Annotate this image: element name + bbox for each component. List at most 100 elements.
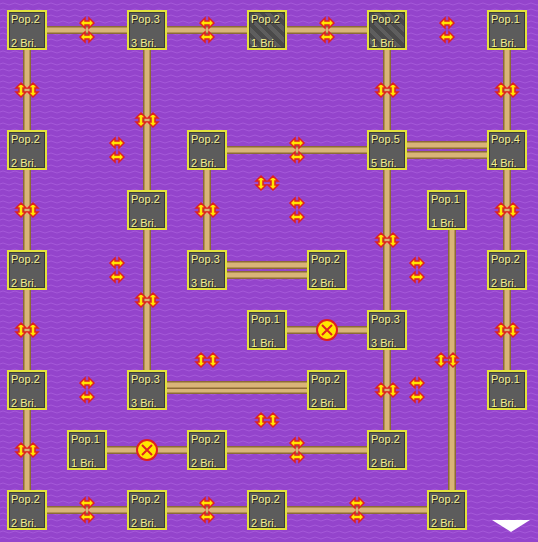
- direction-marker: [410, 258, 424, 268]
- direction-marker: [16, 443, 26, 457]
- bridge: [387, 170, 388, 310]
- direction-marker: [110, 258, 124, 268]
- population-label: Pop.2: [9, 493, 45, 505]
- population-label: Pop.3: [369, 313, 405, 325]
- direction-marker: [448, 353, 458, 367]
- direction-marker: [136, 293, 146, 307]
- bridge-plank: [227, 261, 307, 269]
- direction-marker: [508, 203, 518, 217]
- bridge: [227, 265, 307, 266]
- island-box: Pop.33 Bri.: [127, 10, 167, 50]
- direction-marker: [148, 293, 158, 307]
- bridge-count: 1 Bri.: [489, 37, 525, 49]
- population-label: Pop.1: [489, 373, 525, 385]
- bridge-plank: [385, 170, 390, 310]
- bridge: [387, 50, 388, 130]
- bridge-count: 2 Bri.: [249, 517, 285, 529]
- direction-marker: [320, 32, 334, 42]
- direction-marker: [290, 452, 304, 462]
- direction-marker: [496, 323, 506, 337]
- bridge-count: 1 Bri.: [369, 37, 405, 49]
- bridge-plank: [145, 230, 150, 370]
- bridge-plank: [383, 350, 391, 430]
- direction-marker: [496, 203, 506, 217]
- bridge-count: 2 Bri.: [429, 517, 465, 529]
- bridge-count: 2 Bri.: [309, 277, 345, 289]
- island-box: Pop.22 Bri.: [307, 250, 347, 290]
- island-box: Pop.1 1 Bri.: [67, 430, 107, 470]
- direction-marker: [350, 512, 364, 522]
- bridge-plank: [25, 410, 30, 490]
- island-box: Pop.33 Bri.: [187, 250, 227, 290]
- bridge-plank: [23, 170, 31, 250]
- direction-marker: [208, 203, 218, 217]
- direction-marker: [508, 83, 518, 97]
- bridge-plank: [287, 28, 367, 33]
- bridge: [47, 30, 127, 31]
- bridge-plank: [167, 26, 247, 34]
- crossing-marker: [322, 325, 332, 335]
- bridge-plank: [503, 170, 511, 250]
- population-label: Pop.4: [489, 133, 525, 145]
- bridge-plank: [25, 290, 30, 370]
- bridge-plank: [143, 50, 151, 190]
- bridge-count: 1 Bri.: [69, 457, 105, 469]
- direction-marker: [410, 392, 424, 402]
- population-label: Pop.2: [249, 493, 285, 505]
- bridge-plank: [25, 170, 30, 250]
- bridge-plank: [47, 28, 127, 33]
- island-box: Pop.11 Bri.: [427, 190, 467, 230]
- direction-marker: [376, 83, 386, 97]
- direction-marker: [436, 353, 446, 367]
- island-box: Pop.11 Bri.: [487, 10, 527, 50]
- bridge-plank: [503, 290, 511, 370]
- island-box: Pop.3 3 Bri.: [367, 310, 407, 350]
- direction-marker: [16, 323, 26, 337]
- bridge-plank: [167, 28, 247, 33]
- bridge-plank: [25, 50, 30, 130]
- direction-marker: [290, 438, 304, 448]
- crossing-marker: [137, 440, 157, 460]
- direction-marker: [148, 113, 158, 127]
- bridge-plank: [47, 506, 127, 514]
- island-box: Pop.22 Bri.: [7, 10, 47, 50]
- menu-triangle: [492, 520, 530, 532]
- direction-marker: [80, 32, 94, 42]
- island-box: Pop.22 Bri.: [7, 370, 47, 410]
- bridge-plank: [407, 151, 487, 159]
- island-box: Pop.22 Bri.: [187, 430, 227, 470]
- bridge: [507, 290, 508, 370]
- direction-marker: [16, 203, 26, 217]
- population-label: Pop.1: [429, 193, 465, 205]
- direction-marker: [256, 176, 266, 190]
- island-box: Pop.22 Bri.: [427, 490, 467, 530]
- bridge-plank: [227, 446, 367, 454]
- bridge: [27, 410, 28, 490]
- island-box: Pop.22 Bri.: [127, 490, 167, 530]
- bridge-plank: [227, 448, 367, 453]
- direction-marker: [268, 413, 278, 427]
- bridge-count: 2 Bri.: [189, 157, 225, 169]
- bridge-plank: [167, 506, 247, 514]
- island-box: Pop.11 Bri.: [247, 310, 287, 350]
- bridge: [227, 275, 307, 276]
- population-label: Pop.2: [9, 133, 45, 145]
- direction-marker: [28, 323, 38, 337]
- bridge-count: 3 Bri.: [129, 37, 165, 49]
- island-box: Pop.33 Bri.: [127, 370, 167, 410]
- direction-marker: [376, 233, 386, 247]
- direction-marker: [290, 198, 304, 208]
- bridge: [167, 390, 307, 391]
- population-label: Pop.2: [369, 433, 405, 445]
- island-box: Pop.22 Bri.: [7, 250, 47, 290]
- direction-marker: [388, 83, 398, 97]
- bridge: [387, 350, 388, 430]
- bridge-count: 2 Bri.: [489, 277, 525, 289]
- bridge-plank: [383, 50, 391, 130]
- bridge: [287, 30, 367, 31]
- direction-marker: [376, 383, 386, 397]
- population-label: Pop.1: [69, 433, 105, 445]
- bridge-count: 3 Bri.: [369, 337, 405, 349]
- direction-marker: [200, 32, 214, 42]
- bridge: [167, 385, 307, 386]
